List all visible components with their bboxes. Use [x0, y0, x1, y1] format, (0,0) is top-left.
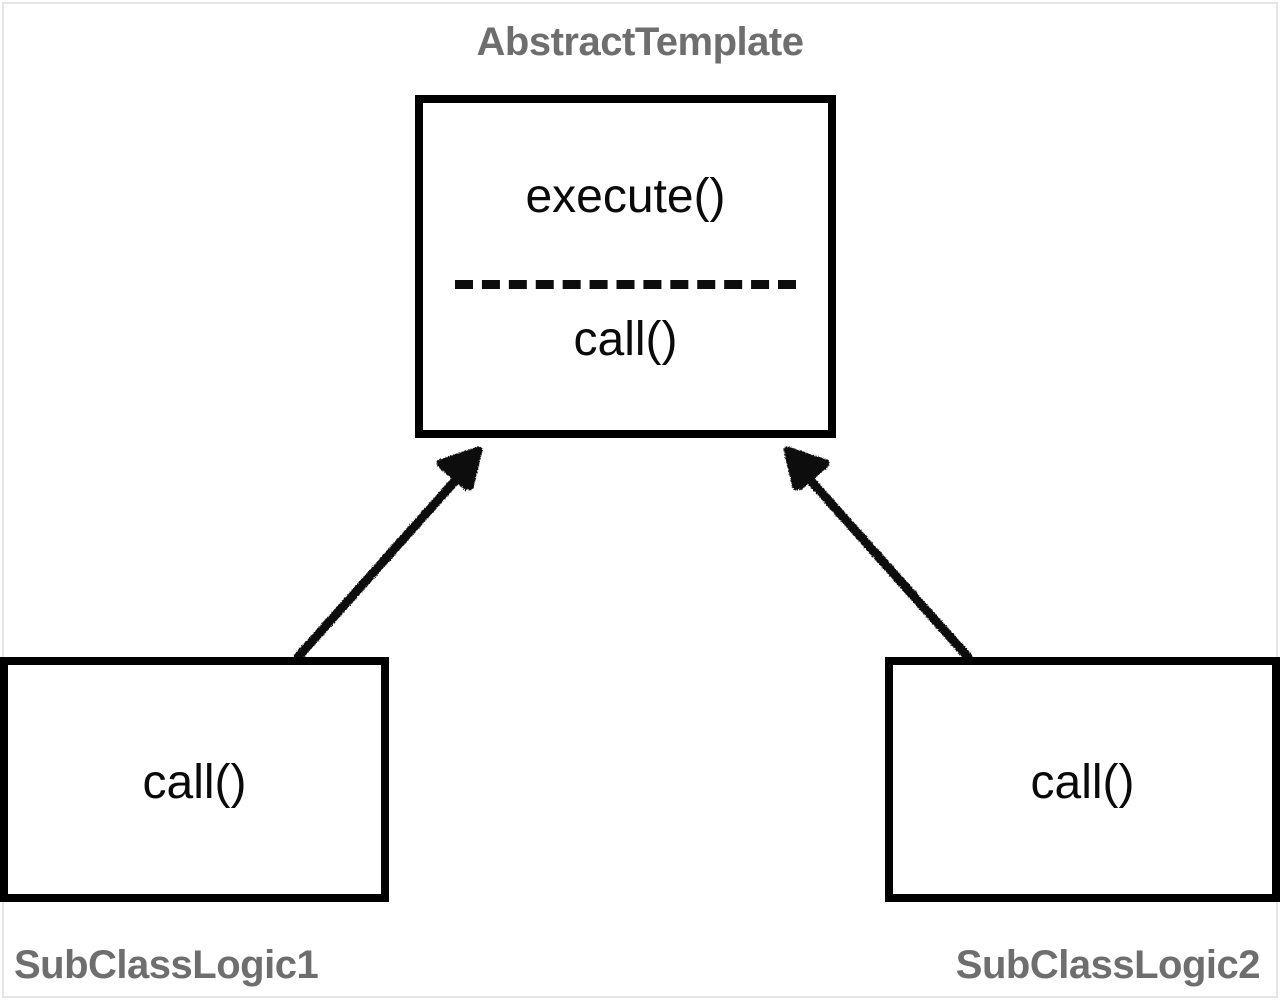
subclasslogic2-member-call: call(): [1030, 756, 1135, 809]
subclasslogic1-member-call: call(): [142, 756, 247, 809]
abstract-template-title: AbstractTemplate: [476, 20, 804, 64]
subclasslogic1-box[interactable]: call(): [0, 657, 389, 902]
subclasslogic2-box[interactable]: call(): [885, 657, 1280, 902]
member-separator: [455, 280, 796, 289]
abstract-template-member-call: call(): [573, 313, 678, 366]
abstract-template-box[interactable]: execute() call(): [415, 95, 836, 438]
generalization-arrow-subclasslogic2: [783, 446, 973, 662]
subclasslogic2-title: SubClassLogic2: [955, 943, 1261, 987]
generalization-arrow-subclasslogic1: [293, 446, 483, 662]
subclasslogic1-title: SubClassLogic1: [14, 943, 319, 987]
abstract-template-member-execute: execute(): [525, 170, 726, 223]
